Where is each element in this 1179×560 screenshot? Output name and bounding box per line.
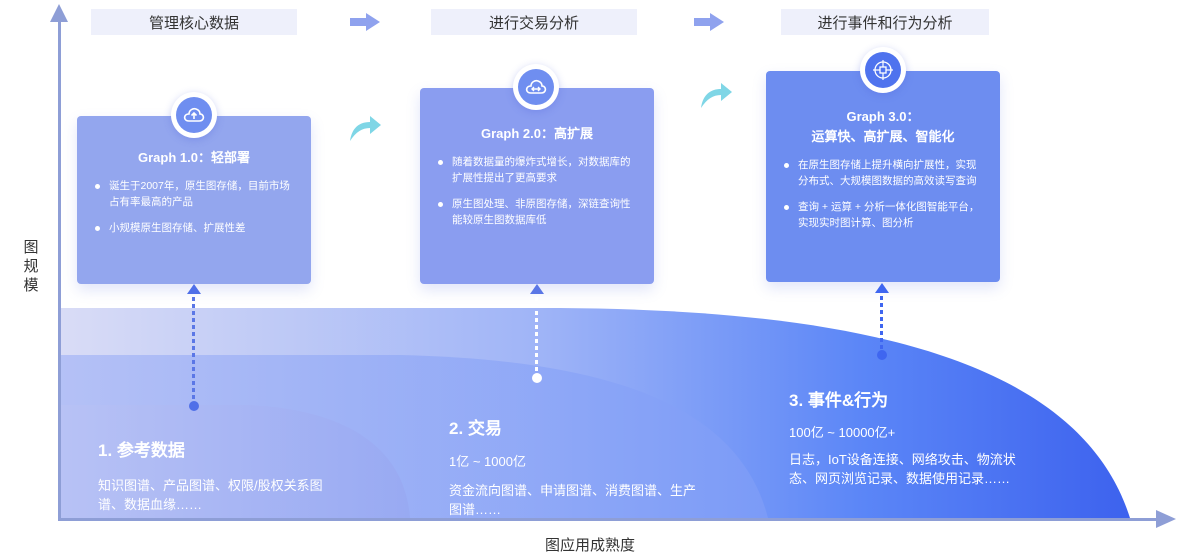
pointer-arrow-icon — [875, 283, 889, 293]
cloud-upload-icon — [171, 92, 217, 138]
y-axis-arrow-icon — [50, 4, 68, 22]
step-arrow-icon — [694, 13, 724, 31]
card-bullet: 在原生图存储上提升横向扩展性，实现分布式、大规模图数据的高效读写查询 — [782, 157, 984, 189]
step-arrow-icon — [350, 13, 380, 31]
card-graph-1: Graph 1.0：轻部署 诞生于2007年，原生图存储，目前市场占有率最高的产… — [77, 116, 311, 284]
pointer-dotted-line — [880, 296, 883, 350]
card-title: Graph 3.0： — [846, 109, 920, 124]
curved-arrow-icon — [350, 116, 381, 141]
card-graph-2: Graph 2.0：高扩展 随着数据量的爆炸式增长，对数据库的扩展性提出了更高要… — [420, 88, 654, 284]
region-desc-events-behavior: 日志，IoT设备连接、网络攻击、物流状态、网页浏览记录、数据使用记录…… — [789, 452, 1016, 486]
pointer-arrow-icon — [530, 284, 544, 294]
step-label-core-data: 管理核心数据 — [91, 9, 297, 35]
pointer-dot — [532, 373, 542, 383]
y-axis-line — [58, 18, 61, 518]
x-axis-arrow-icon — [1156, 510, 1176, 528]
region-title-transaction: 2. 交易 — [449, 419, 502, 438]
region-desc-transaction: 资金流向图谱、申请图谱、消费图谱、生产图谱…… — [449, 483, 697, 517]
pointer-arrow-icon — [187, 284, 201, 294]
x-axis-label: 图应用成熟度 — [544, 537, 635, 554]
card-bullet: 原生图处理、非原图存储，深链查询性能较原生图数据库低 — [436, 196, 638, 228]
region-range-events-behavior: 100亿 ~ 10000亿+ — [789, 425, 896, 440]
card-bullet: 小规模原生图存储、扩展性差 — [93, 220, 295, 236]
pointer-dot — [877, 350, 887, 360]
card-subtitle: 运算快、高扩展、智能化 — [811, 129, 955, 144]
region-title-reference-data: 1. 参考数据 — [98, 441, 185, 460]
card-graph-3: Graph 3.0： 运算快、高扩展、智能化 在原生图存储上提升横向扩展性，实现… — [766, 71, 1000, 282]
y-axis-label: 图规模 — [23, 239, 39, 294]
x-axis-line — [58, 518, 1158, 521]
step-label-events: 进行事件和行为分析 — [781, 9, 989, 35]
card-title: Graph 2.0：高扩展 — [481, 126, 593, 141]
region-range-transaction: 1亿 ~ 1000亿 — [449, 454, 526, 469]
card-bullet: 查询 + 运算 + 分析一体化图智能平台，实现实时图计算、图分析 — [782, 199, 984, 231]
region-desc-reference-data: 知识图谱、产品图谱、权限/股权关系图谱、数据血缘…… — [98, 478, 323, 512]
pointer-dot — [189, 401, 199, 411]
cloud-transfer-icon — [513, 64, 559, 110]
pointer-dotted-line — [535, 297, 538, 373]
curved-arrow-icon — [701, 83, 732, 108]
card-title: Graph 1.0：轻部署 — [138, 150, 250, 165]
card-bullet: 随着数据量的爆炸式增长，对数据库的扩展性提出了更高要求 — [436, 154, 638, 186]
pointer-dotted-line — [192, 297, 195, 401]
network-hub-icon — [860, 47, 906, 93]
card-bullet: 诞生于2007年，原生图存储，目前市场占有率最高的产品 — [93, 178, 295, 210]
region-reference-data — [61, 405, 410, 518]
step-label-transaction: 进行交易分析 — [431, 9, 637, 35]
region-title-events-behavior: 3. 事件&行为 — [789, 391, 889, 410]
